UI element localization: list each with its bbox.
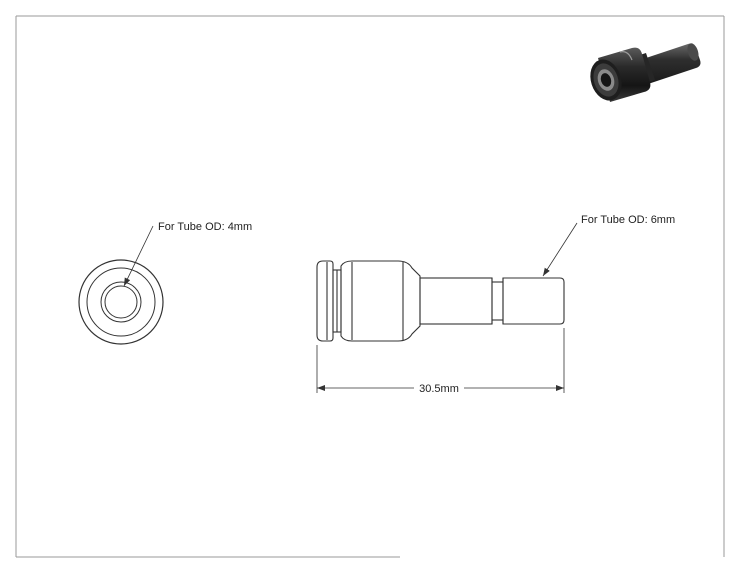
end-view — [78, 259, 164, 345]
end-view-second-ring — [86, 267, 156, 337]
sheet-border — [15, 15, 725, 558]
end-view-callout: For Tube OD: 4mm — [158, 221, 252, 233]
collet-flange — [316, 260, 334, 342]
end-view-leader — [123, 225, 154, 287]
plug-tip — [502, 277, 565, 325]
overall-length-value: 30.5mm — [419, 383, 459, 395]
end-view-outer-ring — [78, 259, 164, 345]
stem-section — [419, 277, 493, 325]
overall-length-dimension — [316, 328, 565, 393]
end-view-bore — [104, 285, 138, 319]
side-view-leader — [542, 222, 578, 277]
end-view-collet-ring — [100, 281, 142, 323]
side-view — [316, 260, 565, 342]
isometric-render — [590, 43, 701, 102]
side-view-callout: For Tube OD: 6mm — [581, 214, 675, 226]
fitting-body — [340, 260, 421, 342]
